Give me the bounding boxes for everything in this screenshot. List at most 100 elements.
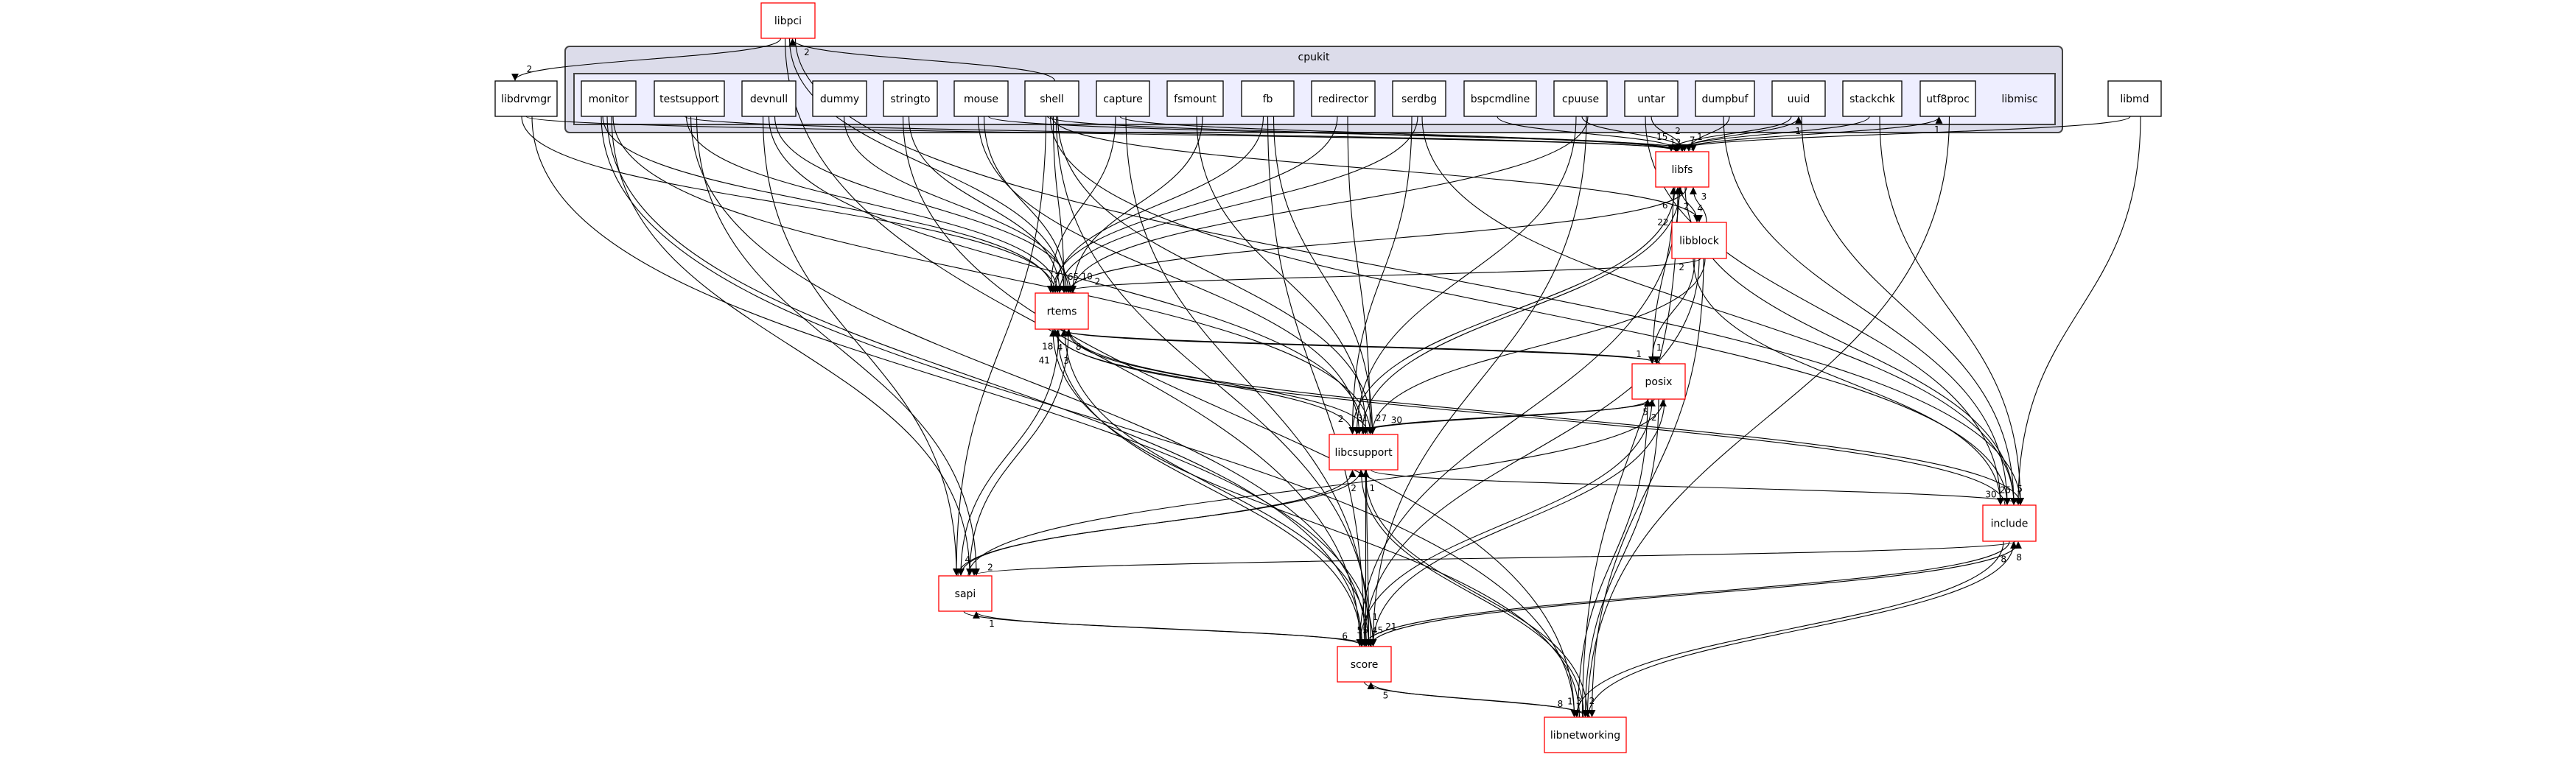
- edge-line: [1676, 116, 1943, 152]
- dir-node-untar[interactable]: untar: [1624, 80, 1679, 117]
- edge-rtems-to-sapi: [957, 328, 1060, 576]
- dir-node-box[interactable]: [938, 575, 993, 612]
- dir-node-uuid[interactable]: uuid: [1771, 80, 1826, 117]
- edge-count-label-shell-to-libpci: 2: [804, 47, 810, 57]
- dir-node-monitor[interactable]: monitor: [581, 80, 637, 117]
- dir-node-box[interactable]: [1463, 80, 1537, 117]
- edge-count-label-libcsupport-to-score: 1: [1372, 612, 1378, 622]
- dir-node-shell[interactable]: shell: [1024, 80, 1079, 117]
- dir-node-libmd[interactable]: libmd: [2107, 80, 2162, 117]
- dir-node-capture[interactable]: capture: [1096, 80, 1150, 117]
- dir-node-box[interactable]: [1631, 363, 1686, 400]
- dir-node-stackchk[interactable]: stackchk: [1842, 80, 1903, 117]
- edge-line: [967, 399, 1667, 577]
- edge-libdrvmgr-to-score: [531, 116, 1377, 647]
- edge-line: [1364, 469, 1592, 717]
- dir-node-stringto[interactable]: stringto: [883, 80, 938, 117]
- dir-node-label: capture: [1103, 94, 1143, 105]
- edge-count-label-libpci-to-libdrvmgr: 2: [527, 64, 533, 74]
- dir-node-label: rtems: [1047, 306, 1077, 318]
- edge-line: [1057, 116, 1376, 434]
- dir-node-devnull[interactable]: devnull: [741, 80, 797, 117]
- dir-node-libfs[interactable]: libfs: [1655, 151, 1709, 188]
- dir-node-box[interactable]: [1024, 80, 1079, 117]
- edge-line: [794, 38, 2024, 505]
- dir-node-fsmount[interactable]: fsmount: [1166, 80, 1224, 117]
- dir-node-box[interactable]: [1329, 434, 1399, 471]
- dir-node-box[interactable]: [1553, 80, 1608, 117]
- dir-node-box[interactable]: [2107, 80, 2162, 117]
- edge-line: [1572, 541, 2004, 717]
- dir-node-testsupport[interactable]: testsupport: [654, 80, 725, 117]
- dir-node-box[interactable]: [1982, 504, 2037, 542]
- dir-node-box[interactable]: [1842, 80, 1903, 117]
- edge-line: [1049, 116, 2011, 505]
- dir-node-box[interactable]: [1671, 222, 1727, 259]
- dir-node-box[interactable]: [1544, 716, 1627, 753]
- dir-node-box[interactable]: [1655, 151, 1709, 188]
- dir-node-libblock[interactable]: libblock: [1671, 222, 1727, 259]
- edge-count-label-libnetworking-to-posix: 2: [1651, 412, 1657, 423]
- edge-fsmount-to-libcsupport: [1196, 116, 1370, 434]
- dir-node-box[interactable]: [1311, 80, 1376, 117]
- dir-node-sapi[interactable]: sapi: [938, 575, 993, 612]
- dir-node-libnetworking[interactable]: libnetworking: [1544, 716, 1627, 753]
- dir-node-box[interactable]: [581, 80, 637, 117]
- dir-node-libcsupport[interactable]: libcsupport: [1329, 434, 1399, 471]
- dir-node-box[interactable]: [494, 80, 558, 117]
- edge-stringto-to-libnetworking: [902, 116, 1578, 717]
- dir-node-label: stringto: [890, 94, 930, 105]
- edge-count-label-libfs-to-libcsupport: 31: [1357, 413, 1368, 423]
- dir-node-dumpbuf[interactable]: dumpbuf: [1695, 80, 1755, 117]
- edge-testsupport-to-rtems: [685, 116, 1061, 293]
- dir-node-posix[interactable]: posix: [1631, 363, 1686, 400]
- edge-count-label-include-to-score: 21: [1385, 622, 1396, 632]
- dir-node-box[interactable]: [953, 80, 1009, 117]
- edge-count-label-libnetworking-to-libfs: 2: [1679, 262, 1684, 272]
- dir-node-label: libpci: [774, 15, 802, 27]
- dir-node-fb[interactable]: fb: [1241, 80, 1295, 117]
- dir-node-label: fsmount: [1174, 94, 1217, 105]
- dir-node-rtems[interactable]: rtems: [1035, 292, 1089, 330]
- edge-line: [953, 116, 1047, 576]
- dir-node-box[interactable]: [1096, 80, 1150, 117]
- dir-node-bspcmdline[interactable]: bspcmdline: [1463, 80, 1537, 117]
- edge-line: [606, 116, 1366, 647]
- dir-node-box[interactable]: [1695, 80, 1755, 117]
- dir-node-redirector[interactable]: redirector: [1311, 80, 1376, 117]
- edge-line: [684, 116, 1679, 152]
- dir-node-box[interactable]: [1337, 646, 1392, 683]
- edge-line: [1581, 398, 1659, 717]
- dir-node-dummy[interactable]: dummy: [812, 80, 867, 117]
- edge-line: [1369, 398, 1665, 647]
- dir-node-box[interactable]: [1166, 80, 1224, 117]
- dir-node-cpuuse[interactable]: cpuuse: [1553, 80, 1608, 117]
- dir-node-box[interactable]: [741, 80, 797, 117]
- edge-count-label-libfs-to-rtems: 10: [1082, 272, 1093, 282]
- dir-node-label: libfs: [1672, 164, 1693, 176]
- dir-node-libpci[interactable]: libpci: [760, 2, 816, 39]
- dir-node-box[interactable]: [1771, 80, 1826, 117]
- dir-node-serdbg[interactable]: serdbg: [1392, 80, 1446, 117]
- edge-count-label-shell-to-libfs: 12: [1670, 137, 1681, 147]
- dir-node-include[interactable]: include: [1982, 504, 2037, 542]
- dir-node-box[interactable]: [760, 2, 816, 39]
- dir-node-box[interactable]: [1624, 80, 1679, 117]
- edge-include-to-libnetworking: [1572, 541, 2004, 717]
- dir-node-label: libdrvmgr: [501, 94, 551, 105]
- dir-node-box[interactable]: [883, 80, 938, 117]
- edge-line: [1723, 116, 2011, 505]
- dir-node-box[interactable]: [654, 80, 725, 117]
- dir-node-libdrvmgr[interactable]: libdrvmgr: [494, 80, 558, 117]
- dir-node-score[interactable]: score: [1337, 646, 1392, 683]
- dir-node-utf8proc[interactable]: utf8proc: [1919, 80, 1976, 117]
- dir-node-mouse[interactable]: mouse: [953, 80, 1009, 117]
- edge-libdrvmgr-to-rtems: [521, 116, 1059, 293]
- dir-node-box[interactable]: [1241, 80, 1295, 117]
- dir-node-box[interactable]: [1392, 80, 1446, 117]
- dir-node-box[interactable]: [1919, 80, 1976, 117]
- dir-node-box[interactable]: [1035, 292, 1089, 330]
- dir-node-box[interactable]: [812, 80, 867, 117]
- edge-sapi-to-posix: [967, 399, 1667, 577]
- edge-monitor-to-sapi: [611, 116, 973, 576]
